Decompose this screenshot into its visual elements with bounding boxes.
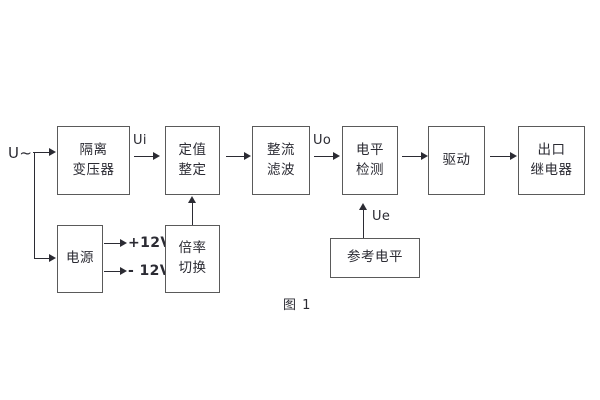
level-to-drive-arrow xyxy=(421,152,428,160)
rail-negative-arrow xyxy=(120,267,127,275)
signal-ue-label: Ue xyxy=(372,209,391,224)
rectify-to-level-line xyxy=(314,156,334,157)
rectify-filter-line2: 滤波 xyxy=(267,161,295,178)
rail-negative-label: - 12V xyxy=(128,263,172,279)
setting-value-line2: 整定 xyxy=(178,161,207,178)
level-detect-line1: 电平 xyxy=(356,141,384,158)
multiplier-to-setting-line xyxy=(192,202,193,225)
rail-positive-arrow xyxy=(120,239,127,247)
level-detect-line2: 检测 xyxy=(356,161,384,178)
setting-value-line1: 定值 xyxy=(178,141,207,158)
block-setting-value[interactable]: 定值 整定 xyxy=(165,126,220,195)
input-to-transformer-arrow xyxy=(49,148,56,156)
drive-to-relay-line xyxy=(490,156,511,157)
input-source-label: U~ xyxy=(8,144,33,162)
block-multiplier-switch[interactable]: 倍率 切换 xyxy=(165,225,220,293)
signal-uo-label: Uo xyxy=(313,133,332,148)
reference-to-level-arrow xyxy=(359,203,367,210)
input-to-transformer-line xyxy=(34,152,50,153)
setting-to-rectify-arrow xyxy=(244,152,251,160)
block-reference-level[interactable]: 参考电平 xyxy=(330,238,420,278)
reference-to-level-line xyxy=(363,209,364,238)
block-isolation-transformer[interactable]: 隔离 变压器 xyxy=(57,126,130,195)
rail-positive-line xyxy=(104,243,121,244)
isolation-transformer-line1: 隔离 xyxy=(79,141,108,158)
multiplier-switch-line2: 切换 xyxy=(178,260,207,276)
isolation-transformer-line2: 变压器 xyxy=(72,161,115,178)
rail-negative-line xyxy=(104,271,121,272)
block-level-detect[interactable]: 电平 检测 xyxy=(342,126,398,195)
signal-ui-label: Ui xyxy=(133,133,147,148)
figure-caption: 图 1 xyxy=(283,298,312,313)
multiplier-switch-line1: 倍率 xyxy=(178,240,207,257)
block-rectify-filter[interactable]: 整流 滤波 xyxy=(252,126,310,195)
output-relay-line2: 继电器 xyxy=(530,161,573,178)
block-power-supply[interactable]: 电源 xyxy=(57,225,103,293)
transformer-to-setting-line xyxy=(134,156,154,157)
input-to-power-arrow xyxy=(49,254,56,262)
block-output-relay[interactable]: 出口 继电器 xyxy=(518,126,585,195)
output-relay-line1: 出口 xyxy=(537,141,566,158)
input-branch-vline xyxy=(34,152,35,259)
transformer-to-setting-arrow xyxy=(153,152,160,160)
block-drive[interactable]: 驱动 xyxy=(428,126,485,195)
input-to-power-line xyxy=(34,258,50,259)
drive-line1: 驱动 xyxy=(442,151,471,168)
rail-positive-label: +12V xyxy=(128,235,172,251)
rectify-to-level-arrow xyxy=(333,152,340,160)
multiplier-to-setting-arrow xyxy=(188,196,196,203)
reference-level-line1: 参考电平 xyxy=(347,249,403,266)
drive-to-relay-arrow xyxy=(510,152,517,160)
level-to-drive-line xyxy=(402,156,422,157)
setting-to-rectify-line xyxy=(226,156,245,157)
power-supply-line1: 电源 xyxy=(66,250,94,267)
rectify-filter-line1: 整流 xyxy=(267,141,295,158)
